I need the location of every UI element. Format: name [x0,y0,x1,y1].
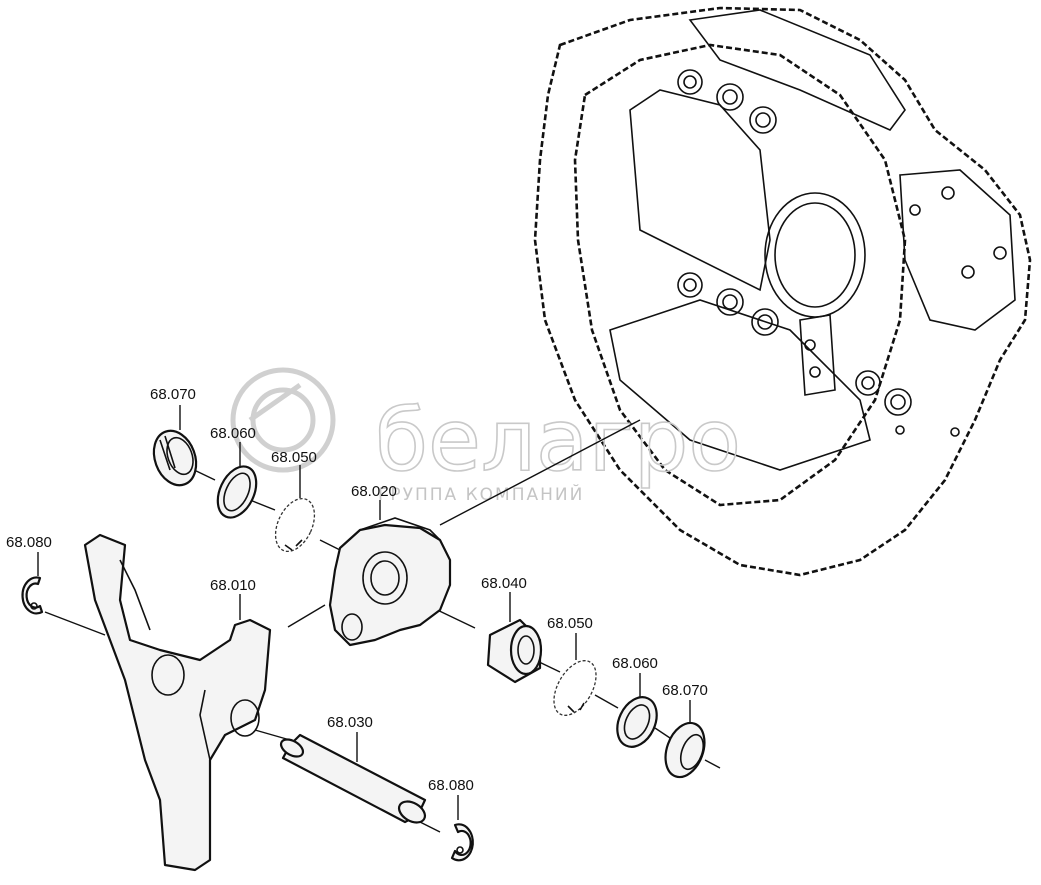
watermark-subtitle: ГРУППА КОМПАНИЙ [378,483,584,505]
label-68060-right: 68.060 [612,655,658,672]
watermark-logo-icon [230,367,336,473]
label-68070-right: 68.070 [662,682,708,699]
label-68080-left: 68.080 [6,534,52,551]
circlip-68050-top [274,497,316,553]
label-68040: 68.040 [481,575,527,592]
label-68030: 68.030 [327,714,373,731]
shaft-68030 [279,733,427,824]
label-68080-bottom: 68.080 [428,777,474,794]
seal-68070-right [664,721,706,779]
label-68050-top: 68.050 [271,449,317,466]
leader-lines [37,405,691,820]
seal-68070-top [152,429,198,487]
washer-68060-right [616,696,658,748]
label-68060-top: 68.060 [210,425,256,442]
circlip-68080-left [21,576,44,615]
circlip-68080-bottom [450,823,474,862]
lever-68020 [328,517,452,647]
circlip-68050-right [553,660,597,716]
washer-68060-top [216,465,258,519]
label-68020: 68.020 [351,483,397,500]
bearing-68040 [486,618,543,684]
label-68010: 68.010 [210,577,256,594]
label-68050-right: 68.050 [547,615,593,632]
watermark: белагро ГРУППА КОМПАНИЙ [230,367,742,505]
clutch-housing [533,6,1032,577]
part-labels: 68.070 68.060 68.050 68.020 68.080 68.01… [6,386,708,794]
watermark-brand: белагро [375,391,741,491]
fork-68010 [83,533,272,872]
label-68070-top: 68.070 [150,386,196,403]
